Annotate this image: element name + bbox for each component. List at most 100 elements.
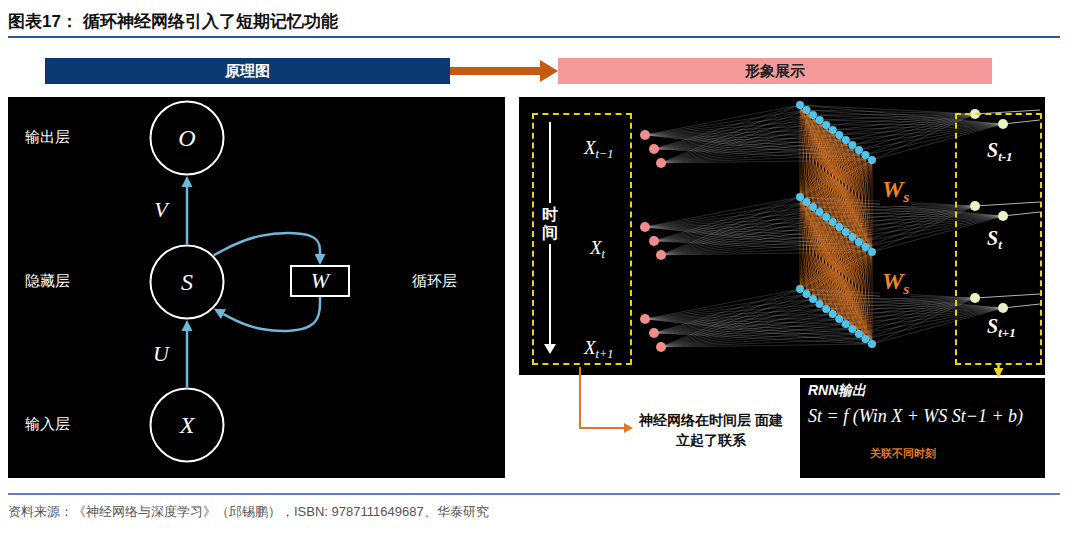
neuron [842,136,850,144]
neuron [816,300,824,308]
connector-arrow [186,187,189,244]
network-link [833,160,872,222]
network-link [859,124,1003,150]
network-link [865,206,975,247]
network-link [975,294,1040,298]
network-link [872,160,873,252]
source-caption: 资料来源：《神经网络与深度学习》（邱锡鹏），ISBN: 978711164968… [8,503,489,521]
weight-label: Ws [880,176,911,206]
network-link [872,252,873,344]
header-bar: 形象展示 [558,58,992,84]
left-panel [8,97,505,478]
network-link [975,202,1040,206]
neuron [868,156,876,164]
network-link [645,319,839,320]
network-link [852,124,1003,145]
weight-label: Ws [880,268,911,298]
network-link [839,160,872,227]
network-link [661,120,820,163]
output-sequence-box: St-1StSt+1 [955,113,1042,365]
network-link [654,207,813,241]
network-link [859,308,1003,334]
node-text: W [311,268,329,294]
neuron [848,141,856,149]
neuron [640,222,650,232]
network-link [661,329,852,347]
neuron [855,330,863,338]
network-link [872,124,1003,160]
neuron [855,238,863,246]
network-link [865,252,872,339]
neuron [970,201,980,211]
network-link [872,114,975,160]
network-link [1003,120,1040,124]
neuron [656,342,666,352]
network-link [645,207,813,227]
layer-label: 循环层 [412,272,457,291]
network-link [865,124,1003,155]
neuron [640,314,650,324]
note-text: 神经网络在时间层 面建立起了联系 [636,410,786,451]
network-link [872,216,1003,252]
layer-label: 隐藏层 [25,272,70,291]
neuron [656,158,666,168]
neuron [822,213,830,221]
neuron [855,146,863,154]
node-text: RNN输出 [808,382,866,400]
network-link [820,114,975,120]
network-link [800,105,975,114]
connector-arrow [997,365,1000,368]
figure-title: 图表17： 循环神经网络引入了短期记忆功能 [8,10,338,33]
network-link [852,216,1003,237]
network-link [820,212,872,344]
recurrent-box: W [290,265,350,297]
text-subscript: t−1 [596,147,614,161]
network-link [839,252,872,319]
text-subscript: s [903,280,909,297]
node-text: 形象展示 [745,62,805,81]
layer-label: 输入层 [25,415,70,434]
neuron [829,218,837,226]
neuron [842,228,850,236]
hidden-circle: S [149,244,225,320]
network-link [865,308,1003,339]
edge-label: V [154,197,167,223]
footer-rule [8,493,1060,495]
text-subscript: t-1 [998,149,1012,164]
network-link [846,124,1003,140]
network-link [645,299,813,319]
text-base: W [882,176,903,202]
connector-arrow [450,67,540,75]
text-base: X [584,137,596,158]
network-link [820,252,872,304]
neuron [803,106,811,114]
neuron [640,130,650,140]
circle-outline [151,102,224,175]
input-sequence-box: 时间Xt−1XtXt+1 [532,113,632,365]
network-link [1003,212,1040,216]
network-link [846,252,872,324]
edge-label: U [153,341,169,367]
network-link [800,197,801,289]
network-link [833,124,1003,130]
neuron [868,248,876,256]
neuron [861,151,869,159]
node-text: X [180,412,195,439]
neuron [848,325,856,333]
network-link [654,120,820,149]
text-subscript: t [602,247,605,261]
node-text: 关联不同时刻 [870,446,936,461]
text-subscript: s [903,188,909,205]
text-subscript: t [998,237,1002,252]
neuron [822,305,830,313]
connector-arrow [214,233,320,255]
node-text: O [178,125,195,152]
neuron [809,295,817,303]
title-rule [8,36,1060,38]
neuron [809,111,817,119]
network-link [865,298,975,339]
neuron [816,208,824,216]
node-text: 时间 [542,203,558,244]
